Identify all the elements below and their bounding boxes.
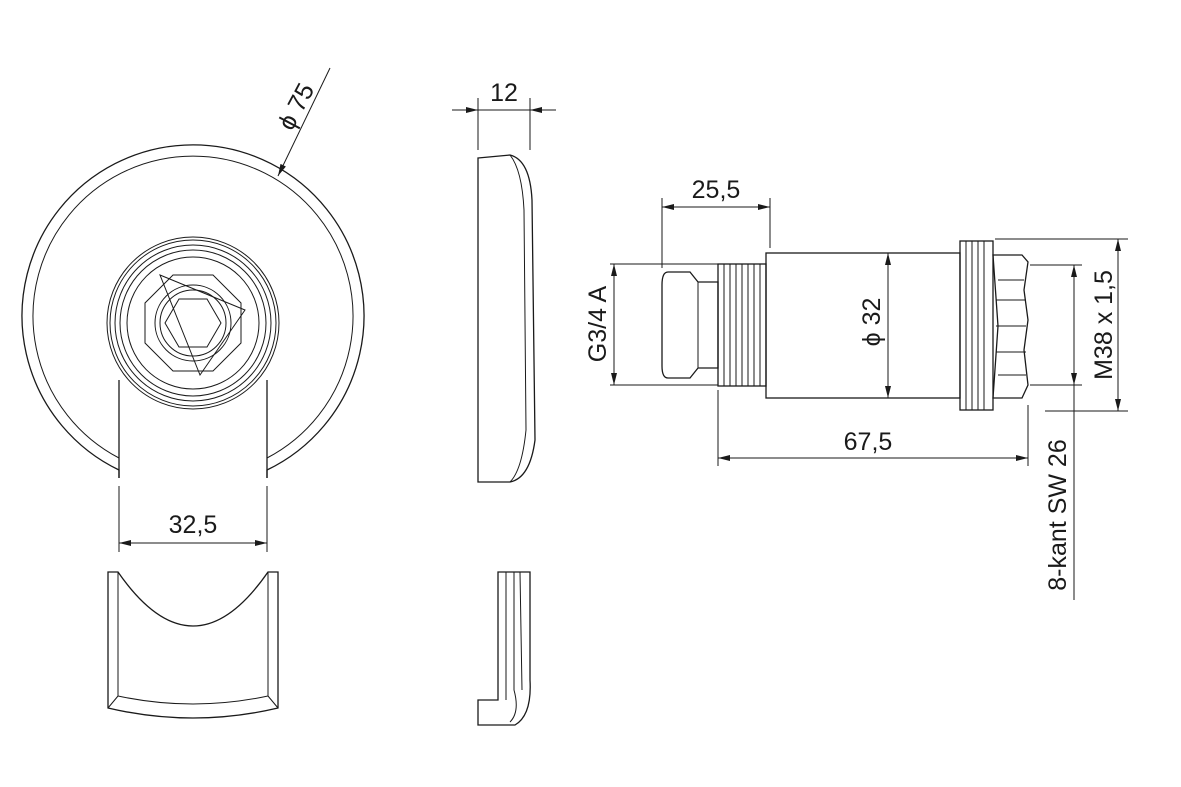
dim-slot-width-label: 32,5 <box>169 511 218 539</box>
dim-inlet-thread-label: G3/4 A <box>584 285 612 362</box>
dim-thickness-label: 12 <box>490 79 518 107</box>
dim-length-short: 25,5 <box>661 176 771 268</box>
dim-outer-diameter-label: ϕ 75 <box>273 79 321 135</box>
dim-outer-diameter: ϕ 75 <box>273 67 331 177</box>
dim-wrench-size-label: 8-kant SW 26 <box>1044 439 1072 590</box>
slot-insert-side <box>477 571 531 726</box>
dim-inlet-thread: G3/4 A <box>584 263 718 386</box>
dim-slot-width: 32,5 <box>118 486 268 552</box>
dim-length-short-label: 25,5 <box>692 176 741 204</box>
dim-wrench-size: 8-kant SW 26 <box>1030 264 1082 600</box>
rosette-side-view: 12 <box>452 79 556 483</box>
dim-outlet-thread-label: M38 x 1,5 <box>1090 270 1118 380</box>
dim-overall-length: 67,5 <box>717 390 1029 466</box>
dim-body-diameter-label: ϕ 32 <box>858 298 886 347</box>
slot-insert-part <box>107 571 279 719</box>
rosette-front-view <box>21 144 365 478</box>
dim-overall-length-label: 67,5 <box>844 428 893 456</box>
dim-body-diameter: ϕ 32 <box>858 253 891 398</box>
adapter-part <box>661 240 1029 411</box>
dim-outlet-thread: M38 x 1,5 <box>995 238 1128 412</box>
